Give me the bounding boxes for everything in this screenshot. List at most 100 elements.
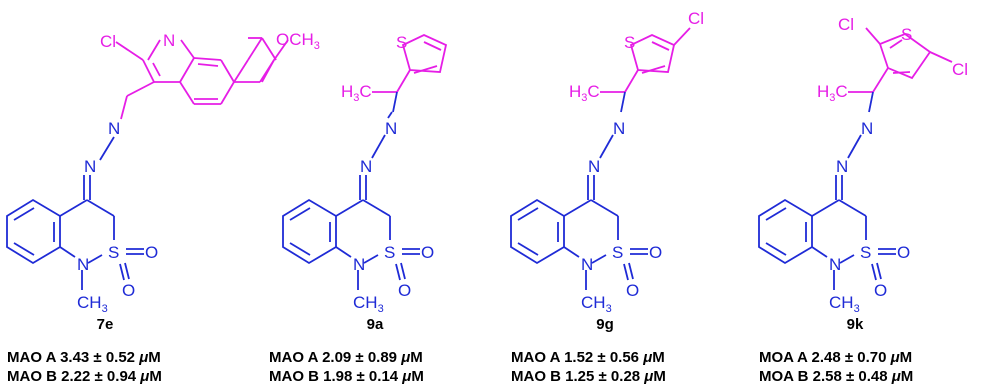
svg-text:O: O [122, 281, 135, 300]
svg-text:O: O [398, 281, 411, 300]
svg-text:S: S [384, 243, 395, 262]
svg-text:O: O [145, 243, 158, 262]
compound-7e-structure: Cl N OCH3 N N N S O O CH3 [6, 30, 320, 333]
svg-text:N: N [829, 255, 841, 274]
atom-subscript: 3 [378, 303, 384, 315]
atom-label: CH [829, 293, 854, 312]
svg-text:O: O [626, 281, 639, 300]
atom-label: Cl [838, 15, 854, 34]
atom-subscript: 3 [353, 92, 359, 104]
atom-subscript: 3 [606, 303, 612, 315]
compound-id: 9k [847, 316, 864, 333]
atom-label: S [901, 25, 912, 44]
benzothiazine-scaffold [758, 91, 896, 290]
svg-text:CH3: CH3 [829, 293, 860, 315]
atom-label: O [874, 281, 887, 300]
atom-label: CH [581, 293, 606, 312]
svg-text:N: N [613, 119, 625, 138]
svg-text:N: N [108, 119, 120, 138]
svg-text:OCH3: OCH3 [276, 30, 320, 52]
quinoline-substituent [115, 37, 289, 120]
thiophene-substituent [372, 34, 448, 93]
chlorothiophene-substituent [600, 27, 691, 93]
atom-label: O [649, 243, 662, 262]
svg-text:O: O [649, 243, 662, 262]
atom-label: N [829, 255, 841, 274]
benzothiazine-scaffold [6, 136, 144, 290]
atom-label: C [359, 82, 371, 101]
atom-label: N [588, 157, 600, 176]
atom-label: S [860, 243, 871, 262]
atom-label: N [360, 157, 372, 176]
svg-text:O: O [421, 243, 434, 262]
mao-b-activity: MAO B 1.25 ± 0.28 μM [511, 368, 666, 385]
atom-label: Cl [952, 60, 968, 79]
svg-text:N: N [84, 157, 96, 176]
atom-label: N [84, 157, 96, 176]
atom-label: S [396, 33, 407, 52]
atom-label: N [385, 119, 397, 138]
atom-label: O [145, 243, 158, 262]
atom-subscript: 3 [102, 303, 108, 315]
svg-text:CH3: CH3 [77, 293, 108, 315]
atom-subscript: 3 [314, 40, 320, 52]
atom-label: N [353, 255, 365, 274]
svg-text:N: N [581, 255, 593, 274]
dichlorothiophene-substituent [848, 27, 953, 93]
activity-values: MAO A 3.43 ± 0.52 μM MAO B 2.22 ± 0.94 μ… [7, 349, 913, 385]
atom-subscript: 3 [829, 92, 835, 104]
mao-b-activity: MAO B 2.22 ± 0.94 μM [7, 368, 162, 385]
atom-label: H [569, 82, 581, 101]
svg-text:S: S [108, 243, 119, 262]
svg-text:S: S [396, 33, 407, 52]
svg-text:O: O [874, 281, 887, 300]
atom-label: N [581, 255, 593, 274]
atom-label: N [108, 119, 120, 138]
svg-text:N: N [861, 119, 873, 138]
svg-text:H3C: H3C [817, 82, 848, 104]
atom-label: O [398, 281, 411, 300]
svg-text:N: N [385, 119, 397, 138]
svg-text:CH3: CH3 [353, 293, 384, 315]
svg-text:N: N [163, 31, 175, 50]
atom-label: O [897, 243, 910, 262]
svg-text:N: N [77, 255, 89, 274]
compound-9g-structure: H3C S Cl N N N S O O CH3 [510, 9, 704, 333]
atom-label: OCH [276, 30, 314, 49]
mao-a-activity: MAO A 3.43 ± 0.52 μM [7, 349, 161, 366]
benzothiazine-scaffold [282, 91, 420, 290]
atom-label: O [122, 281, 135, 300]
svg-text:N: N [353, 255, 365, 274]
svg-text:S: S [612, 243, 623, 262]
atom-label: S [624, 33, 635, 52]
atom-label: H [817, 82, 829, 101]
atom-label: O [421, 243, 434, 262]
atom-label: CH [353, 293, 378, 312]
compound-id: 9g [596, 316, 614, 333]
svg-text:CH3: CH3 [581, 293, 612, 315]
atom-label: Cl [100, 32, 116, 51]
atom-label: C [587, 82, 599, 101]
atom-label: Cl [688, 9, 704, 28]
atom-label: S [612, 243, 623, 262]
compound-id: 9a [367, 316, 384, 333]
mao-b-activity: MOA B 2.58 ± 0.48 μM [759, 368, 913, 385]
benzothiazine-scaffold [510, 91, 648, 290]
svg-text:S: S [624, 33, 635, 52]
svg-text:S: S [860, 243, 871, 262]
compound-9k-structure: H3C S Cl Cl N N N S O O [758, 15, 968, 333]
atom-label: N [163, 31, 175, 50]
atom-subscript: 3 [854, 303, 860, 315]
atom-label: N [613, 119, 625, 138]
mao-b-activity: MAO B 1.98 ± 0.14 μM [269, 368, 424, 385]
atom-label: H [341, 82, 353, 101]
mao-a-activity: MAO A 2.09 ± 0.89 μM [269, 349, 423, 366]
atom-label: CH [77, 293, 102, 312]
atom-label: S [108, 243, 119, 262]
svg-text:H3C: H3C [569, 82, 600, 104]
svg-text:Cl: Cl [838, 15, 854, 34]
compound-9a-structure: H3C S N N N S O O CH3 [282, 33, 448, 333]
svg-text:Cl: Cl [100, 32, 116, 51]
atom-label: N [861, 119, 873, 138]
